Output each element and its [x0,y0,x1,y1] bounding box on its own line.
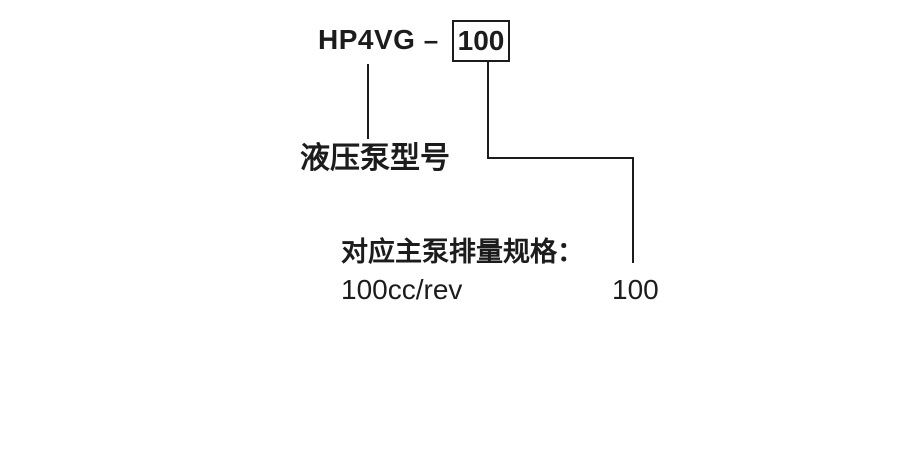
callout-line-code-vertical-top [487,62,489,159]
model-code-box: 100 [452,20,510,62]
model-separator-dash: – [423,25,439,55]
spec-heading: 对应主泵排量规格： [341,237,584,267]
model-code-value: 100 [457,25,505,56]
callout-line-code-vertical-bottom [632,157,634,263]
pump-model-label: 液压泵型号 [300,142,450,175]
spec-displacement-value: 100cc/rev [341,274,463,305]
spec-code-value: 100 [612,274,659,305]
callout-line-code-horizontal [487,157,634,159]
model-prefix-text: HP4VG [318,24,416,55]
callout-line-model [367,64,369,139]
